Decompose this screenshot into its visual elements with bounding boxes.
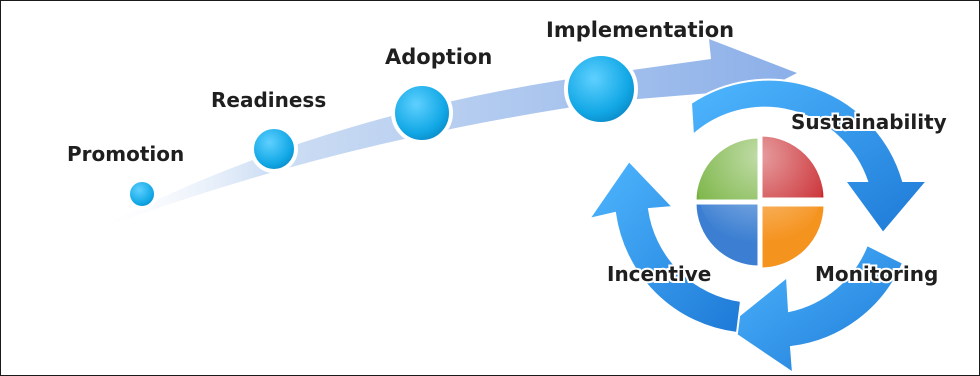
label-sustainability: Sustainability xyxy=(791,110,947,134)
stage-circle-implementation xyxy=(564,52,638,126)
cycle-arrow-left xyxy=(586,159,743,335)
stage-circle-readiness xyxy=(250,125,298,173)
quadrant-pie xyxy=(693,125,827,271)
label-incentive: Incentive xyxy=(607,262,711,286)
cycle-arrow-bottom xyxy=(723,243,905,375)
quadrant-orange xyxy=(759,203,827,271)
label-adoption: Adoption xyxy=(385,45,492,69)
label-readiness: Readiness xyxy=(211,88,326,112)
stage-circle-promotion xyxy=(126,178,158,210)
quadrant-blue xyxy=(693,201,761,269)
cycle-ring xyxy=(586,78,930,375)
quadrant-green xyxy=(693,135,761,203)
stage-circle-adoption xyxy=(391,82,453,144)
label-monitoring: Monitoring xyxy=(815,262,938,286)
label-implementation: Implementation xyxy=(546,18,734,42)
stage-circles xyxy=(126,52,638,210)
cycle-arrow-top-right xyxy=(689,78,930,235)
quadrant-red xyxy=(759,133,827,201)
label-promotion: Promotion xyxy=(67,142,184,166)
